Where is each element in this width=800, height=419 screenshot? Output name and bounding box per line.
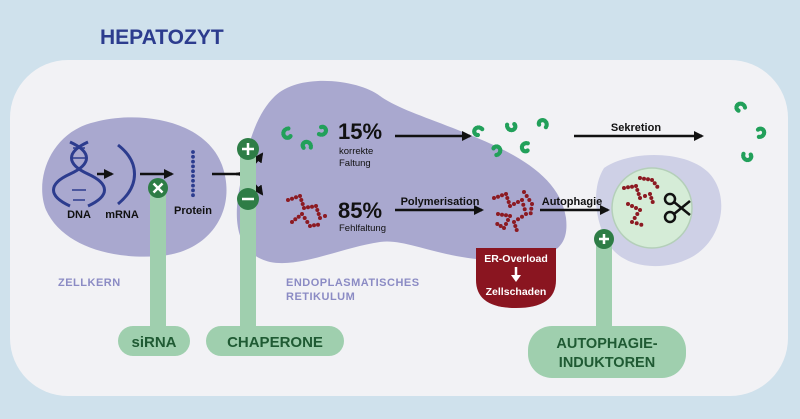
misfolding-label: Fehlfaltung [339, 223, 386, 234]
protein-chain-icon [191, 150, 195, 198]
cell-damage-label: Zellschaden [486, 286, 547, 298]
mrna-label: mRNA [105, 209, 139, 221]
nucleus [42, 117, 227, 257]
autophagy-inducer-line2: INDUKTOREN [559, 355, 655, 371]
misfolded-protein-icons [286, 176, 660, 232]
correct-folding-line2: Faltung [339, 158, 371, 169]
mrna-icon [117, 143, 136, 206]
chaperone-label: CHAPERONE [227, 334, 323, 351]
scissors-icon [663, 192, 691, 224]
autophagy-inducer-stem [596, 238, 612, 330]
plus-icon [237, 138, 259, 160]
secretion-label: Sekretion [611, 122, 661, 134]
autophagy-inducer-pill [528, 326, 686, 378]
chaperone-stem [240, 145, 256, 330]
er-label-line2: RETIKULUM [286, 291, 355, 303]
correct-folding-line1: korrekte [339, 146, 373, 157]
autophagy-inducer-line1: AUTOPHAGIE- [556, 336, 657, 352]
er-label-line1: ENDOPLASMATISCHES [286, 277, 420, 289]
misfolding-percent: 85% [338, 198, 382, 223]
dna-label: DNA [67, 209, 91, 221]
sirna-pill [118, 326, 190, 356]
title: HEPATOZYT [100, 26, 224, 49]
polymerisation-label: Polymerisation [401, 196, 480, 208]
chaperone-pill [206, 326, 344, 356]
correctly-folded-protein-icons [281, 101, 767, 163]
minus-icon [237, 188, 259, 210]
protein-label: Protein [174, 205, 212, 217]
plus-icon [594, 229, 614, 249]
dna-helix-icon [52, 140, 106, 208]
nucleus-label: ZELLKERN [58, 277, 121, 289]
autophagy-label: Autophagie [542, 196, 603, 208]
correct-folding-percent: 15% [338, 119, 382, 144]
sirna-stem [150, 190, 166, 330]
inhibit-icon [148, 178, 168, 198]
sirna-label: siRNA [131, 334, 176, 351]
er-overload-label: ER-Overload [484, 253, 548, 265]
down-arrow-icon [511, 267, 521, 282]
